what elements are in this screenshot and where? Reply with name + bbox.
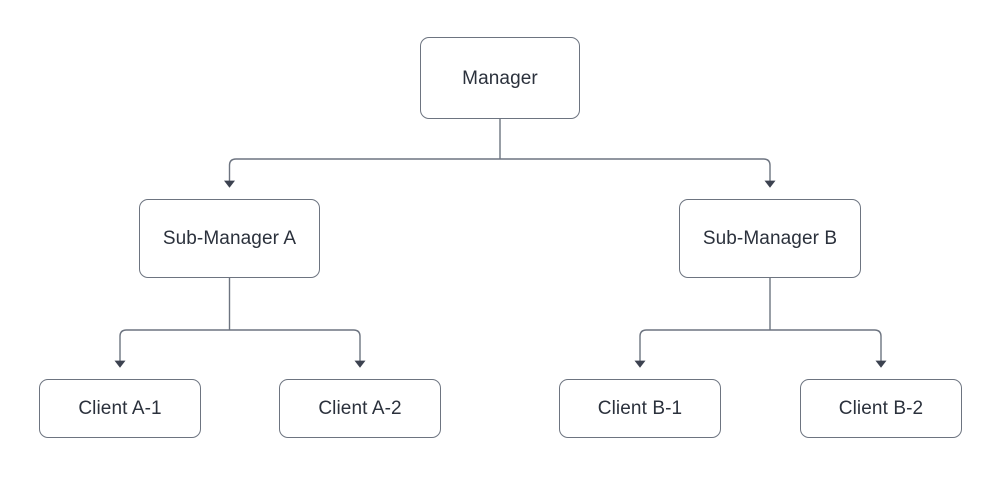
node-client-a-1-label: Client A-1 — [78, 398, 162, 419]
node-client-b-2-label: Client B-2 — [838, 398, 924, 419]
edge-sub-b-to-client-b-2 — [770, 329, 887, 368]
node-client-a-1[interactable]: Client A-1 — [39, 379, 201, 438]
node-client-b-1-label: Client B-1 — [597, 398, 683, 419]
edge-sub-a-to-client-a-2 — [229, 329, 366, 368]
edge-sub-b-to-client-b-1 — [634, 329, 770, 368]
edge-manager-to-sub-b — [500, 158, 776, 188]
node-sub-manager-b[interactable]: Sub-Manager B — [679, 199, 861, 278]
node-manager[interactable]: Manager — [420, 37, 580, 119]
edge-manager-to-sub-a — [224, 158, 500, 188]
node-sub-manager-a[interactable]: Sub-Manager A — [139, 199, 320, 278]
edge-sub-a-to-client-a-1 — [114, 329, 230, 368]
node-client-b-1[interactable]: Client B-1 — [559, 379, 721, 438]
node-client-a-2[interactable]: Client A-2 — [279, 379, 441, 438]
node-client-a-2-label: Client A-2 — [318, 398, 402, 419]
node-sub-manager-a-label: Sub-Manager A — [162, 228, 297, 249]
node-client-b-2[interactable]: Client B-2 — [800, 379, 962, 438]
node-sub-manager-b-label: Sub-Manager B — [702, 228, 838, 249]
node-manager-label: Manager — [462, 67, 538, 89]
